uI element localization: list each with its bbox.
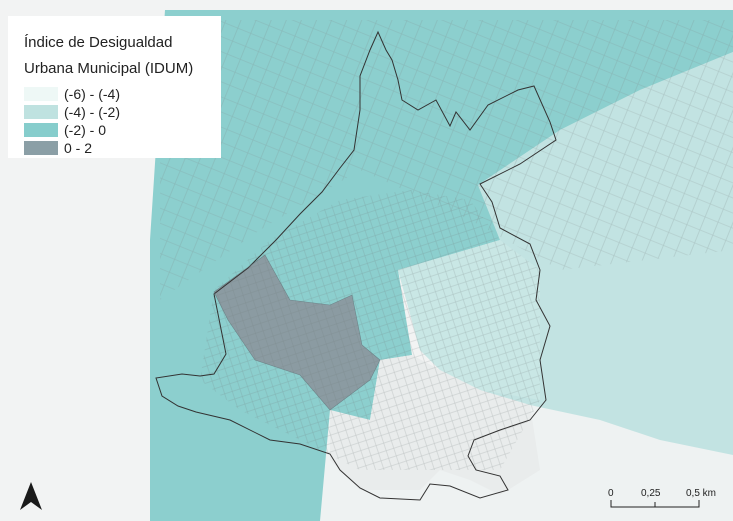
municipal-boundary [155,30,557,501]
north-arrow-icon [20,482,42,510]
legend-panel: Índice de Desigualdad Urbana Municipal (… [8,16,221,158]
scale-bar: 0 0,25 0,5 km [608,488,718,512]
legend-title-line2: Urbana Municipal (IDUM) [24,60,194,77]
legend-label-1: (-6) - (-4) [64,86,120,102]
zone-boundary-core [213,254,381,411]
legend-title-line1: Índice de Desigualdad [24,34,173,51]
legend-label-4: 0 - 2 [64,140,93,156]
legend-label-2: (-4) - (-2) [64,104,120,120]
legend-item-4: 0 - 2 [24,140,92,156]
legend-label-3: (-2) - 0 [64,122,106,138]
legend-swatch-2 [24,105,58,119]
scale-bar-line [610,500,700,508]
legend-item-1: (-6) - (-4) [24,86,120,102]
legend-swatch-1 [24,87,58,101]
scale-label-end: 0,5 km [686,488,717,499]
urban-texture-outer [160,20,733,300]
legend-item-2: (-4) - (-2) [24,104,120,120]
urban-texture-core [200,190,540,470]
legend-swatch-3 [24,123,58,137]
legend-swatch-4 [24,141,58,155]
scale-label-0: 0 [608,488,614,499]
legend-item-3: (-2) - 0 [24,122,106,138]
scale-label-mid: 0,25 [641,488,661,499]
